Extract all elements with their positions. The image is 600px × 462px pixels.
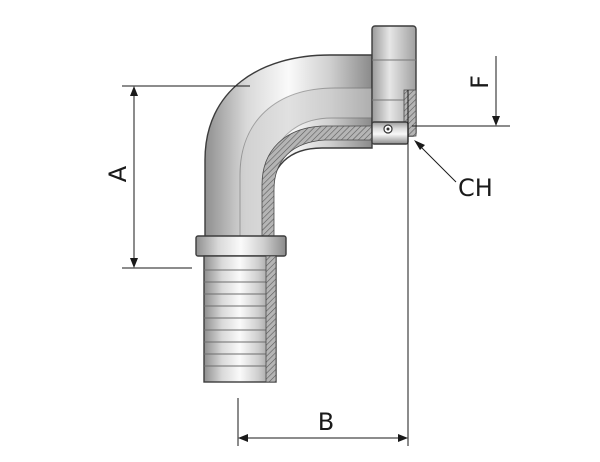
dimension-b: B: [237, 90, 409, 446]
dimension-b-label: B: [318, 408, 334, 436]
collar: [195, 235, 287, 257]
dimension-f: F: [412, 56, 510, 127]
fitting-body: [195, 25, 417, 383]
dimension-ch-label: CH: [458, 174, 493, 202]
dimension-ch: CH: [414, 140, 493, 202]
dimension-f-label: F: [466, 75, 494, 89]
hex-nut-icon: [371, 25, 417, 137]
barbed-stem: [203, 255, 277, 383]
dimension-a-label: A: [104, 165, 132, 182]
dimension-a: A: [104, 85, 250, 269]
o-ring-icon: [383, 124, 393, 134]
